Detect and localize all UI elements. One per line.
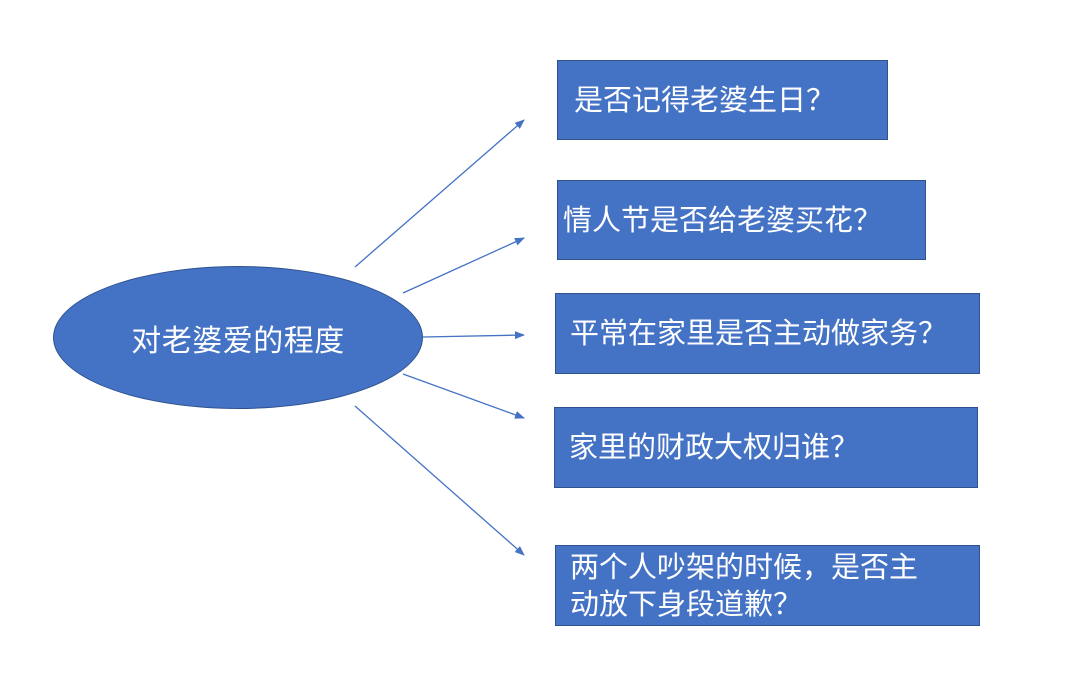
branch-label: 是否记得老婆生日？ [574, 82, 836, 117]
arrow-to-branch-5 [354, 405, 525, 556]
branch-node-apology: 两个人吵架的时候，是否主 动放下身段道歉？ [555, 545, 980, 626]
arrow-to-branch-2 [402, 237, 525, 294]
arrow-to-branch-1 [354, 119, 525, 268]
branch-label-line-2: 动放下身段道歉？ [570, 586, 803, 621]
arrow-to-branch-3 [422, 331, 525, 340]
branch-label: 情人节是否给老婆买花？ [563, 202, 883, 237]
branch-node-valentines-flowers: 情人节是否给老婆买花？ [557, 180, 926, 260]
branch-label: 家里的财政大权归谁？ [569, 430, 860, 464]
branch-label-line-1: 两个人吵架的时候，是否主 [570, 549, 919, 584]
center-node-label: 对老婆爱的程度 [131, 323, 345, 359]
branch-node-finances: 家里的财政大权归谁？ [554, 407, 978, 488]
branch-label: 平常在家里是否主动做家务？ [570, 316, 948, 350]
branch-node-birthday: 是否记得老婆生日？ [557, 60, 888, 140]
center-node: 对老婆爱的程度 [53, 266, 423, 409]
arrow-to-branch-4 [402, 373, 525, 419]
branch-node-housework: 平常在家里是否主动做家务？ [555, 293, 980, 374]
